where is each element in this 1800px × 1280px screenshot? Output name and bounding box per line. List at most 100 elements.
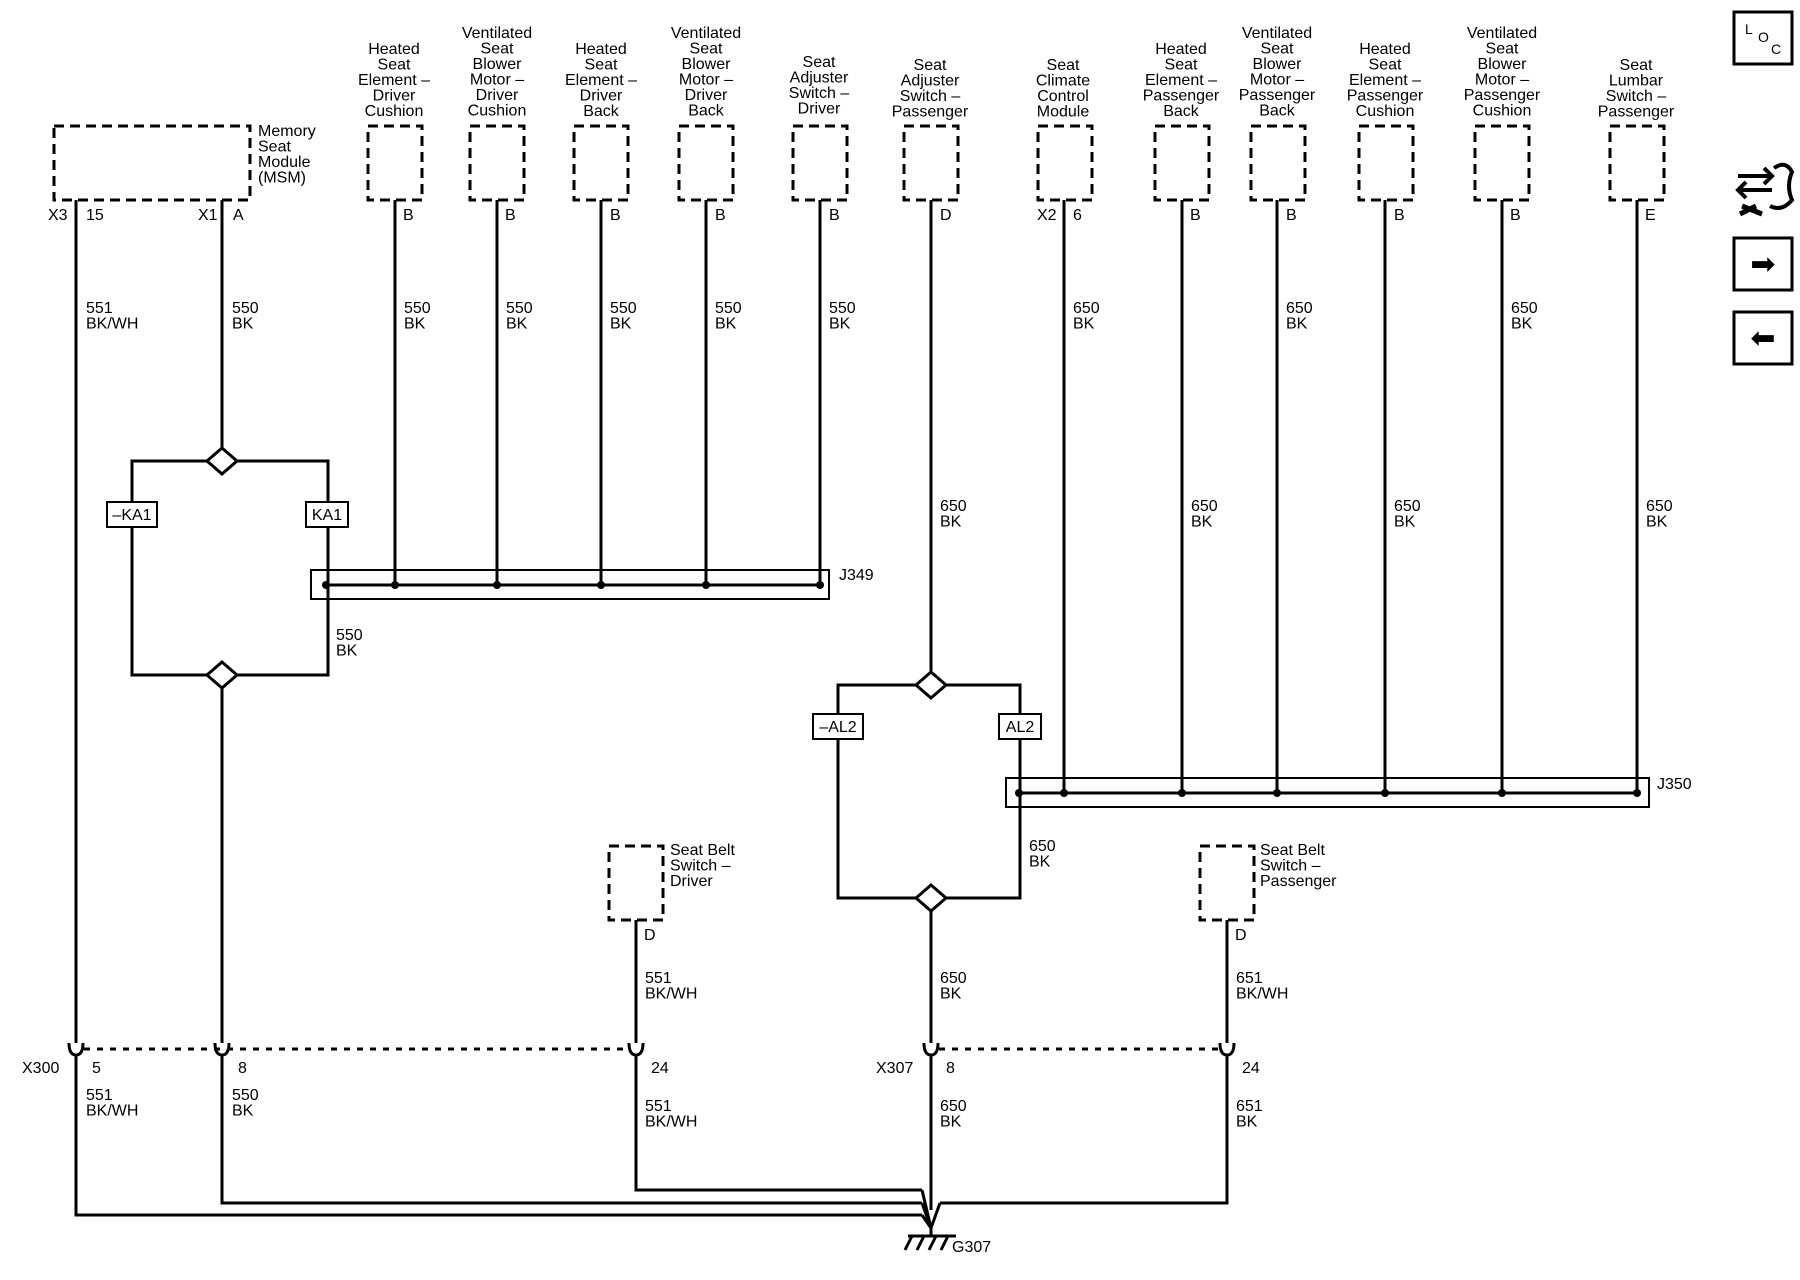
junction-j349-dots [322, 581, 824, 589]
label-line: Passenger [892, 104, 969, 121]
label-line: BK [1236, 1114, 1258, 1131]
locator-o: O [1758, 29, 1769, 45]
label-line: Blower [682, 56, 732, 73]
heated-pass-back-box [1153, 124, 1211, 202]
label-line: Ventilated [1242, 25, 1312, 42]
label-line: Heated [368, 41, 420, 58]
label-line: BK [610, 316, 632, 333]
prev-page-button[interactable]: ⬅ [1732, 310, 1794, 366]
label-line: (MSM) [258, 170, 306, 187]
label-line: 650 [1511, 300, 1538, 317]
next-page-button[interactable]: ➡ [1732, 236, 1794, 292]
label-line: Climate [1036, 73, 1090, 90]
label-line: Driver [685, 87, 728, 104]
splice-al2-box [998, 713, 1042, 740]
ground-feed-lines [920, 1189, 942, 1229]
junction-j350-bar [1005, 777, 1650, 808]
label-line: Blower [1253, 56, 1303, 73]
label-line: Ventilated [462, 25, 532, 42]
belt-driver-box [607, 844, 665, 922]
label-line: 650 [1073, 300, 1100, 317]
label-line: Heated [575, 41, 627, 58]
label-line: 551 [645, 970, 672, 987]
label-line: BK/WH [645, 1114, 697, 1131]
label-line: 651 [1236, 970, 1263, 987]
splice-diamond-ka1-bottom [204, 660, 240, 690]
splice-diamond-al2-top [913, 670, 949, 700]
label-line: Motor – [470, 72, 524, 89]
label-line: Back [688, 103, 725, 120]
wire-551-msm [74, 200, 922, 1217]
label-line: 550 [610, 300, 637, 317]
label-line: 550 [336, 627, 363, 644]
splice-ka1-neg-label: –KA1 [112, 507, 151, 524]
label-line: Passenger [1464, 87, 1541, 104]
label-line: BK [232, 1103, 254, 1120]
label-line: Ventilated [1467, 25, 1537, 42]
label-line: BK [1511, 316, 1533, 333]
label-line: Back [1259, 103, 1296, 120]
climate-module-box [1036, 124, 1094, 202]
label-line: Seat [1620, 57, 1653, 74]
lumbar-passenger-box [1608, 124, 1666, 202]
label-line: Passenger [1598, 104, 1675, 121]
pin-15: 15 [86, 207, 104, 224]
label-line: Seat Belt [670, 842, 735, 859]
label-line: BK [715, 316, 737, 333]
pin-e: E [1645, 207, 1656, 224]
pin-x3: X3 [48, 207, 68, 224]
vent-pass-cushion-box [1473, 124, 1531, 202]
splice-ka1-loop [130, 459, 330, 677]
label-line: Heated [1155, 41, 1207, 58]
pin-b-2: B [505, 207, 516, 224]
pin-b-8: B [1394, 207, 1405, 224]
pin-x1: X1 [198, 207, 218, 224]
heated-driver-cushion-box [366, 124, 424, 202]
splice-ka1-box [305, 501, 349, 528]
label-line: Seat [1047, 57, 1080, 74]
label-line: Heated [1359, 41, 1411, 58]
ground-label: G307 [952, 1239, 991, 1256]
pin-b-4: B [715, 207, 726, 224]
splice-al2-loop [836, 683, 1022, 900]
locator-button[interactable]: L O C [1732, 10, 1794, 66]
label-line: Motor – [679, 72, 733, 89]
vent-driver-cushion-box [468, 124, 526, 202]
label-line: Seat [803, 54, 836, 71]
pin-b-3: B [610, 207, 621, 224]
locator-c: C [1771, 41, 1781, 57]
label-line: Seat [1261, 41, 1294, 58]
connector-terminals [67, 1042, 1236, 1057]
label-line: Seat [378, 57, 411, 74]
label-line: BK/WH [1236, 986, 1288, 1003]
label-line: Adjuster [790, 70, 849, 87]
ground-symbol-icon [903, 1228, 956, 1251]
pin-6: 6 [1073, 207, 1082, 224]
label-line: Switch – [1606, 88, 1667, 105]
label-line: 550 [232, 1087, 259, 1104]
connector-x307-label: X307 [876, 1060, 913, 1077]
connector-x300-pin-24: 24 [651, 1060, 669, 1077]
label-line: BK [1191, 514, 1213, 531]
label-line: Lumbar [1609, 73, 1664, 90]
label-line: 550 [232, 300, 259, 317]
label-line: BK [404, 316, 426, 333]
label-line: Memory [258, 123, 316, 140]
connector-wrench-icon[interactable] [1735, 162, 1795, 217]
label-line: 551 [86, 1087, 113, 1104]
label-line: Element – [565, 72, 637, 89]
label-line: Element – [358, 72, 430, 89]
label-line: Blower [1478, 56, 1528, 73]
